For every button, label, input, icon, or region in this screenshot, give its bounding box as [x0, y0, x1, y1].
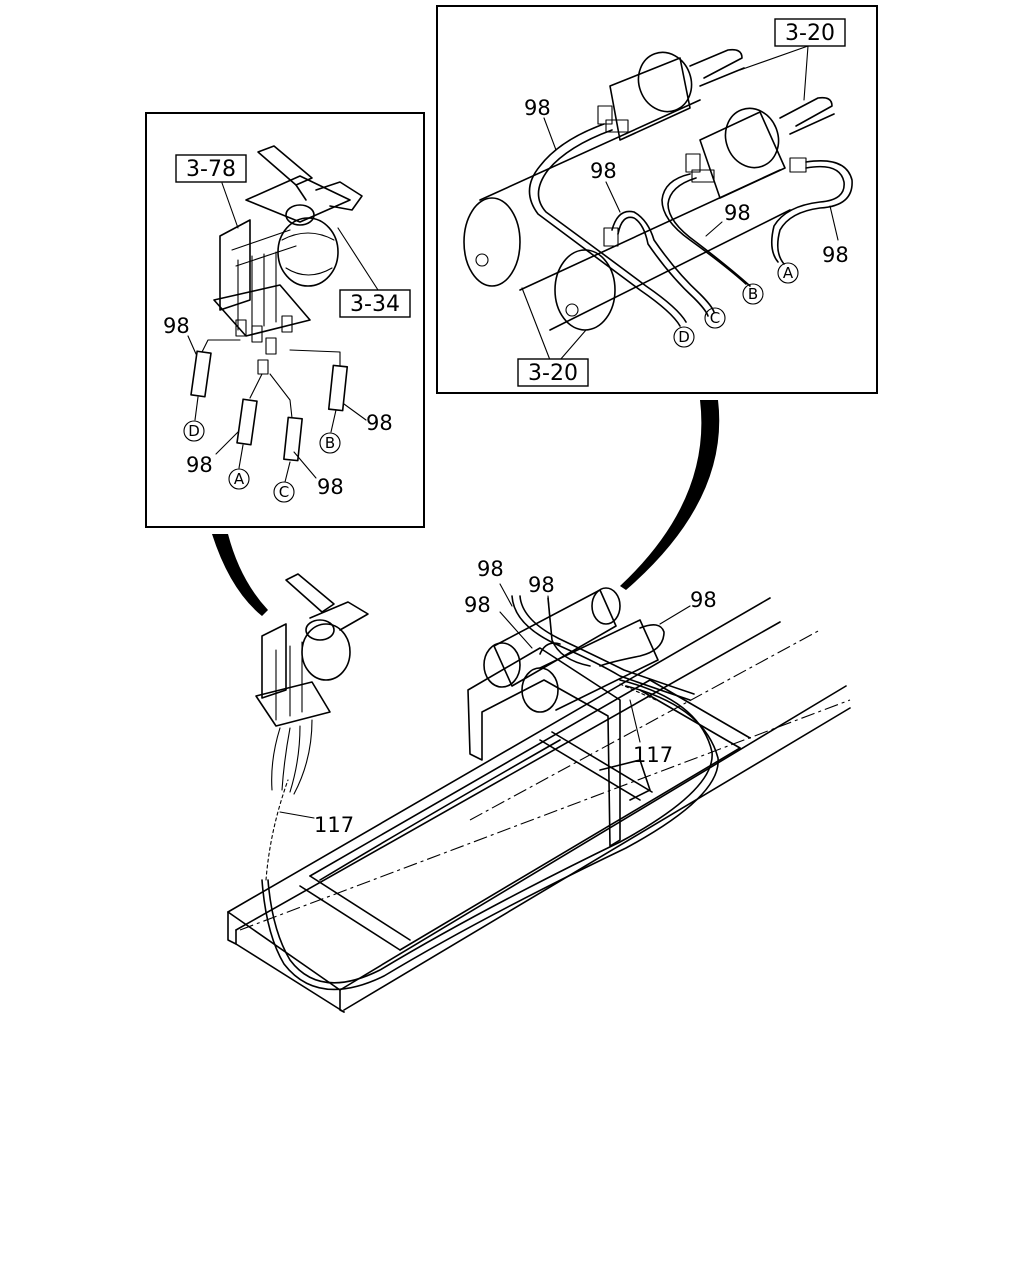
part-label-98: 98 — [724, 201, 751, 225]
part-label-98: 98 — [590, 159, 617, 183]
connector-label-d: D — [188, 422, 200, 440]
part-label-98: 98 — [690, 588, 717, 612]
detail-box-valve: D A C B 3-78 3-34 98 98 98 98 — [145, 112, 425, 528]
part-label-98: 98 — [163, 314, 190, 338]
callout-arc-right — [620, 400, 720, 590]
part-label-117: 117 — [633, 743, 673, 767]
connector-label-c: C — [710, 309, 720, 327]
connector-label-a: A — [234, 470, 245, 488]
chassis-main-view: 98 98 98 98 117 117 — [227, 557, 851, 1013]
part-label-98: 98 — [477, 557, 504, 581]
ref-label-3-20: 3-20 — [528, 361, 578, 386]
part-label-98: 98 — [524, 96, 551, 120]
part-label-98: 98 — [317, 475, 344, 499]
ref-label-3-20: 3-20 — [785, 21, 835, 46]
connector-label-b: B — [325, 434, 335, 452]
part-label-98: 98 — [528, 573, 555, 597]
part-label-98: 98 — [366, 411, 393, 435]
part-label-98: 98 — [186, 453, 213, 477]
ref-label-3-78: 3-78 — [186, 157, 236, 182]
connector-label-b: B — [748, 285, 758, 303]
part-label-98: 98 — [464, 593, 491, 617]
callout-arc-left — [212, 534, 268, 616]
connector-label-a: A — [783, 264, 794, 282]
ref-label-3-34: 3-34 — [350, 292, 400, 317]
part-label-98: 98 — [822, 243, 849, 267]
detail-box-air-tanks: D C B A 3-20 3-20 98 98 98 98 — [436, 5, 878, 394]
part-label-117: 117 — [314, 813, 354, 837]
connector-label-c: C — [279, 483, 289, 501]
connector-label-d: D — [678, 328, 690, 346]
